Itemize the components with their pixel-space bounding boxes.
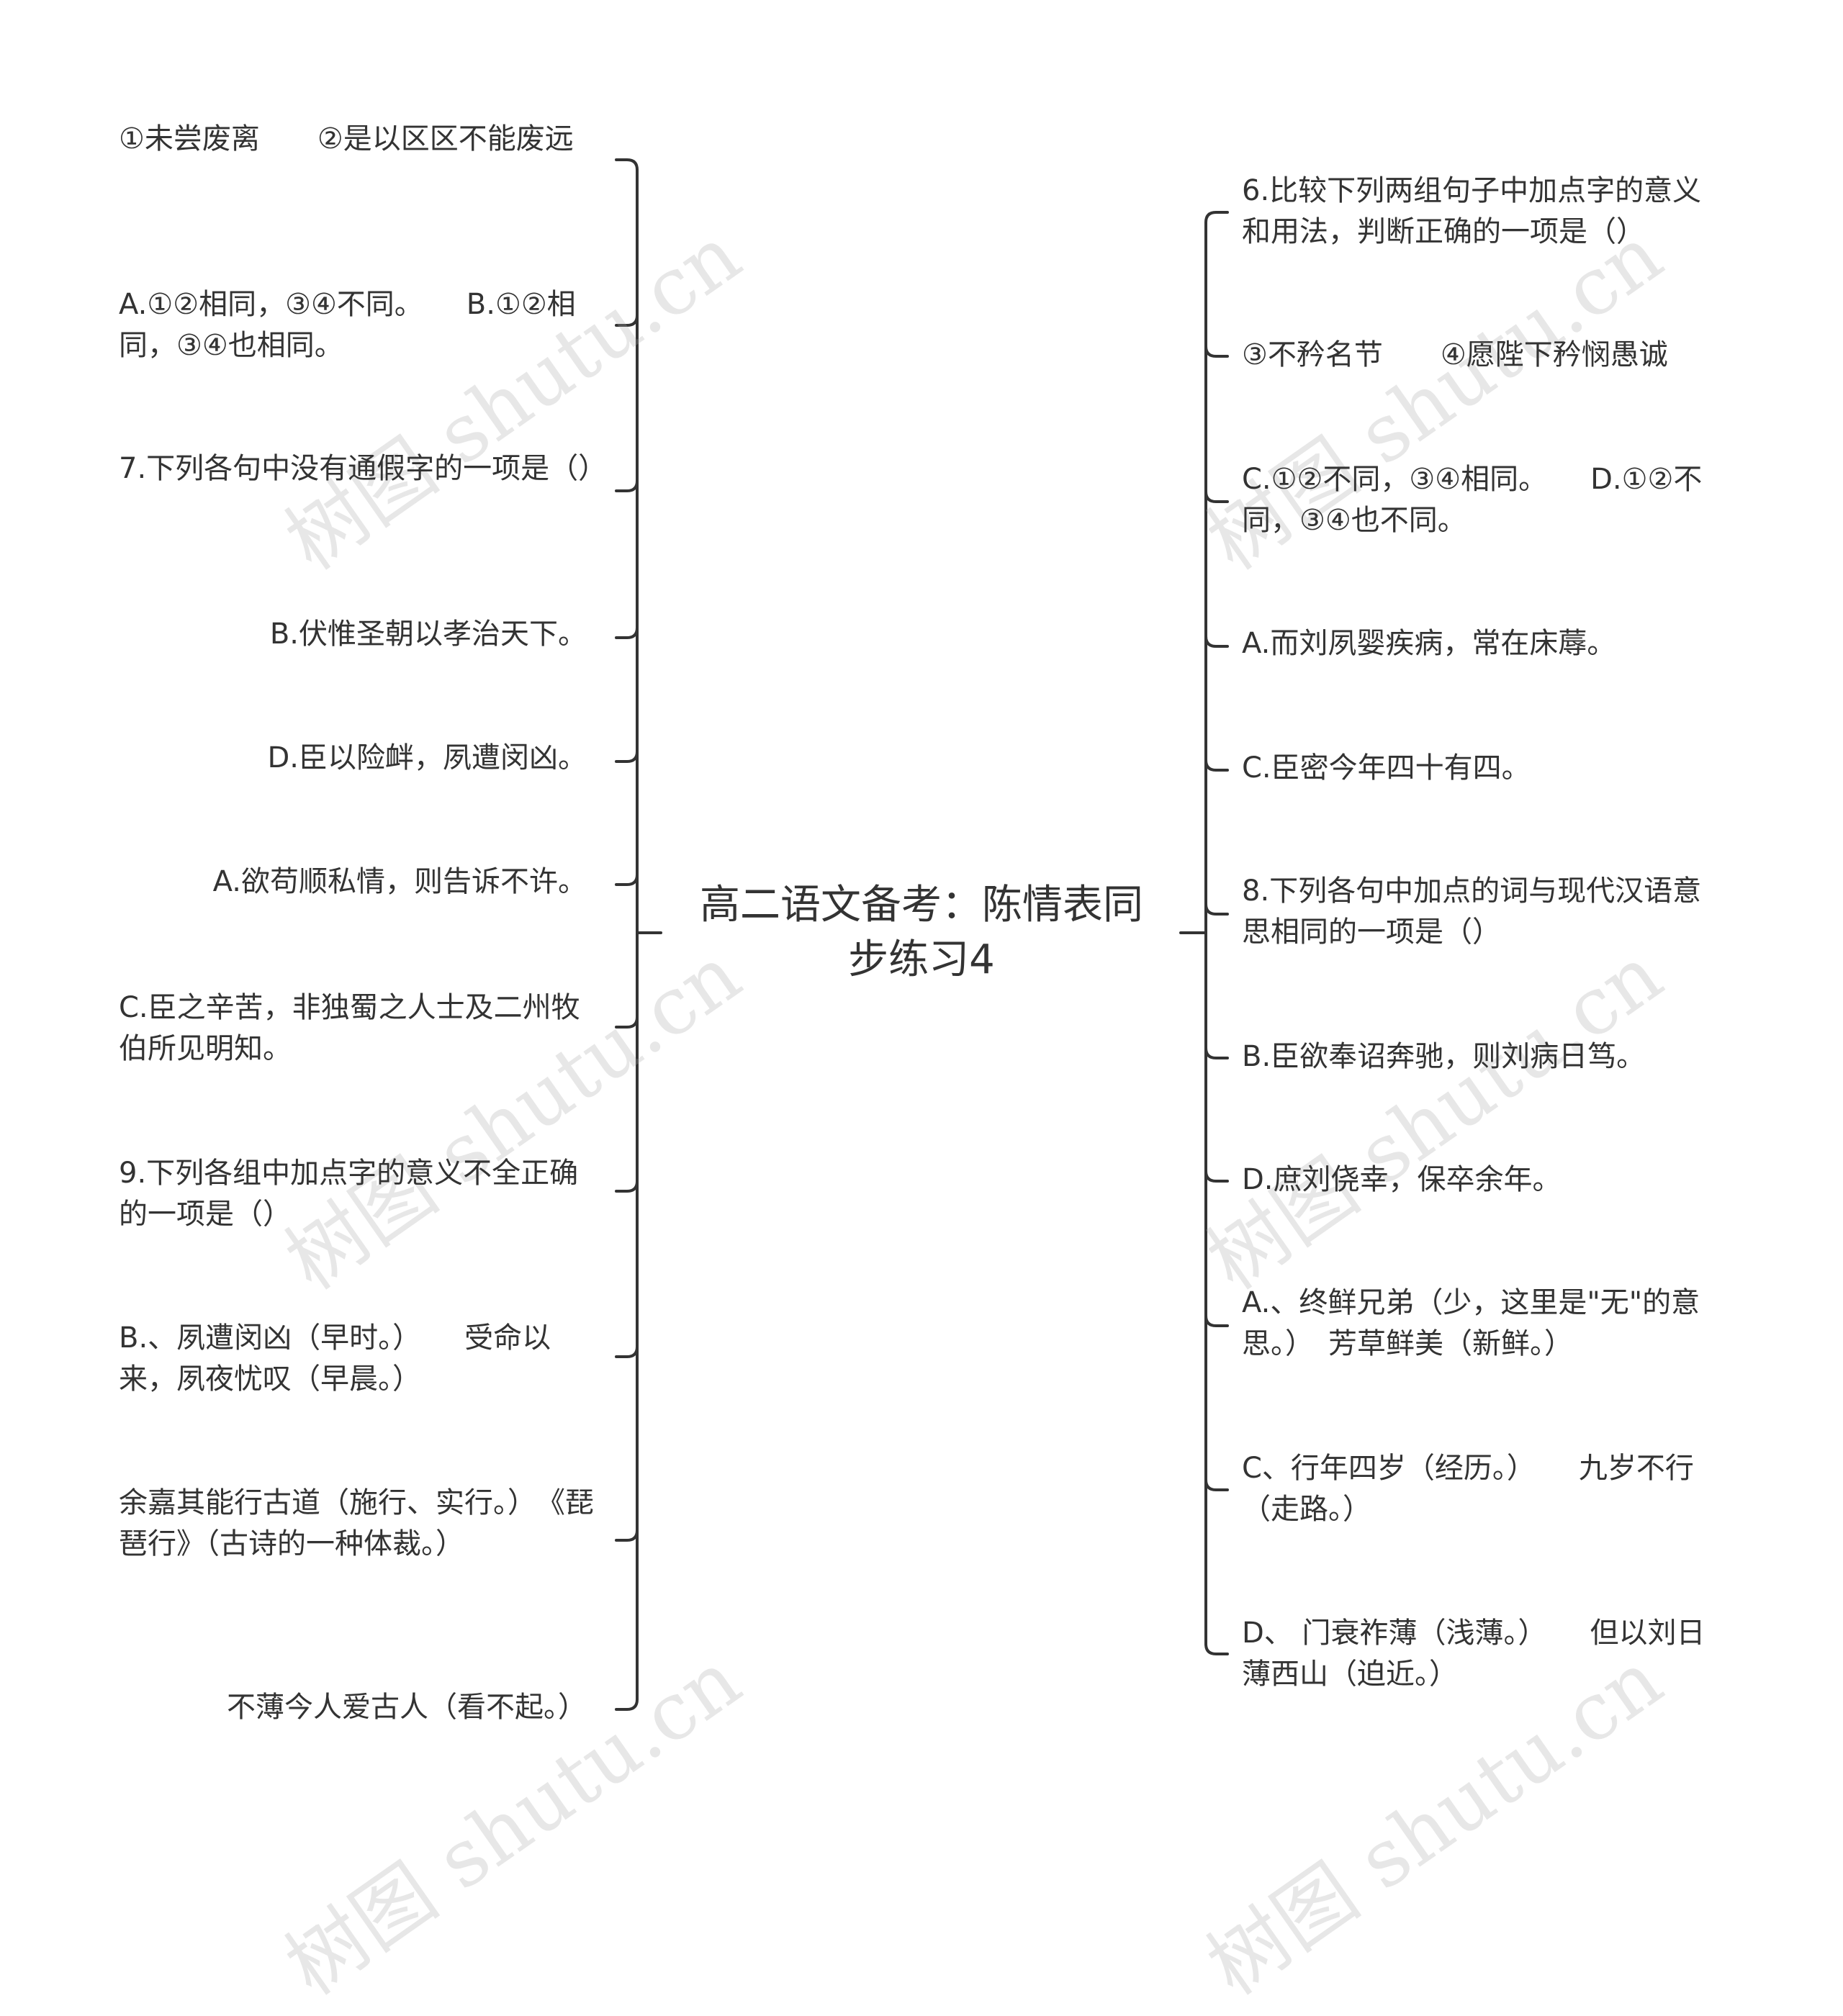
branch-node[interactable]: C、行年四岁（经历。） 九岁不行（走路。） xyxy=(1242,1452,1694,1526)
branch-node[interactable]: ③不矜名节 ④愿陛下矜悯愚诚 xyxy=(1242,338,1668,371)
branch-node[interactable]: 8.下列各句中加点的词与现代汉语意思相同的一项是（） xyxy=(1242,874,1702,949)
right-branch-connector xyxy=(1204,759,1229,772)
branch-node[interactable]: 不薄今人爱古人（看不起。） xyxy=(227,1691,587,1724)
branch-node[interactable]: C.①②不同，③④相同。 D.①②不同，③④也不同。 xyxy=(1242,463,1703,537)
branch-node[interactable]: A.①②相同，③④不同。 B.①②相同，③④也相同。 xyxy=(119,288,576,362)
right-branch-connector xyxy=(1204,1314,1229,1327)
branch-node[interactable]: B.臣欲奉诏奔驰，则刘病日笃。 xyxy=(1242,1040,1646,1073)
mindmap-canvas xyxy=(615,158,1229,1711)
branch-node[interactable]: ①未尝废离 ②是以区区不能废远 xyxy=(119,122,574,155)
branch-node[interactable]: A.、终鲜兄弟（少，这里是"无"的意思。） 芳草鲜美（新鲜。） xyxy=(1242,1286,1700,1360)
branch-node[interactable]: B.、夙遭闵凶（早时。） 受命以来，夙夜忧叹（早晨。） xyxy=(119,1321,551,1396)
left-branch-connector xyxy=(615,1016,639,1029)
right-branch-connector xyxy=(1204,211,1229,224)
branch-node[interactable]: 6.比较下列两组句子中加点字的意义和用法，判断正确的一项是（） xyxy=(1242,174,1702,248)
branch-node[interactable]: 9.下列各组中加点字的意义不全正确的一项是（） xyxy=(119,1157,579,1231)
left-branch-connector xyxy=(615,1180,639,1193)
connector-lines xyxy=(615,158,1229,1711)
branch-node[interactable]: D.臣以险衅，夙遭闵凶。 xyxy=(267,741,587,774)
branch-node[interactable]: B.伏惟圣朝以孝治天下。 xyxy=(269,618,587,651)
left-branch-connector xyxy=(615,750,639,763)
right-branch-connector xyxy=(1204,1478,1229,1491)
branch-node[interactable]: D.庶刘侥幸，保卒余年。 xyxy=(1242,1163,1562,1196)
root-topic[interactable]: 高二语文备考：陈情表同步练习4 xyxy=(700,882,1143,983)
left-branch-connector xyxy=(615,1345,639,1358)
right-branch-connector xyxy=(1204,635,1229,648)
branch-node[interactable]: C.臣密今年四十有四。 xyxy=(1242,751,1531,785)
right-branch-connector xyxy=(1204,490,1229,503)
left-branch-connector xyxy=(615,873,639,886)
left-branch-connector xyxy=(615,158,639,171)
right-branch-connector xyxy=(1204,903,1229,916)
left-branch-connector xyxy=(615,1698,639,1711)
left-branch-connector xyxy=(615,626,639,639)
branch-node[interactable]: A.欲苟顺私情，则告诉不许。 xyxy=(212,865,587,898)
right-branch-connector xyxy=(1204,1170,1229,1183)
branch-node[interactable]: A.而刘夙婴疾病，常在床蓐。 xyxy=(1242,627,1616,660)
branch-node[interactable]: 7.下列各句中没有通假字的一项是（） xyxy=(119,452,608,485)
right-branch-connector xyxy=(1204,1047,1229,1059)
left-branch-connector xyxy=(615,1529,639,1542)
left-branch-connector xyxy=(615,479,639,492)
branch-node[interactable]: D、 门衰祚薄（浅薄。） 但以刘日薄西山（迫近。） xyxy=(1242,1617,1705,1691)
left-branch-connector xyxy=(615,314,639,327)
branch-node[interactable]: 余嘉其能行古道（施行、实行。） 《琵琶行》（古诗的一种体裁。） xyxy=(119,1486,594,1560)
branch-node[interactable]: C.臣之辛苦，非独蜀之人士及二州牧伯所见明知。 xyxy=(119,991,580,1065)
right-branch-connector xyxy=(1204,345,1229,358)
right-branch-connector xyxy=(1204,1642,1229,1655)
